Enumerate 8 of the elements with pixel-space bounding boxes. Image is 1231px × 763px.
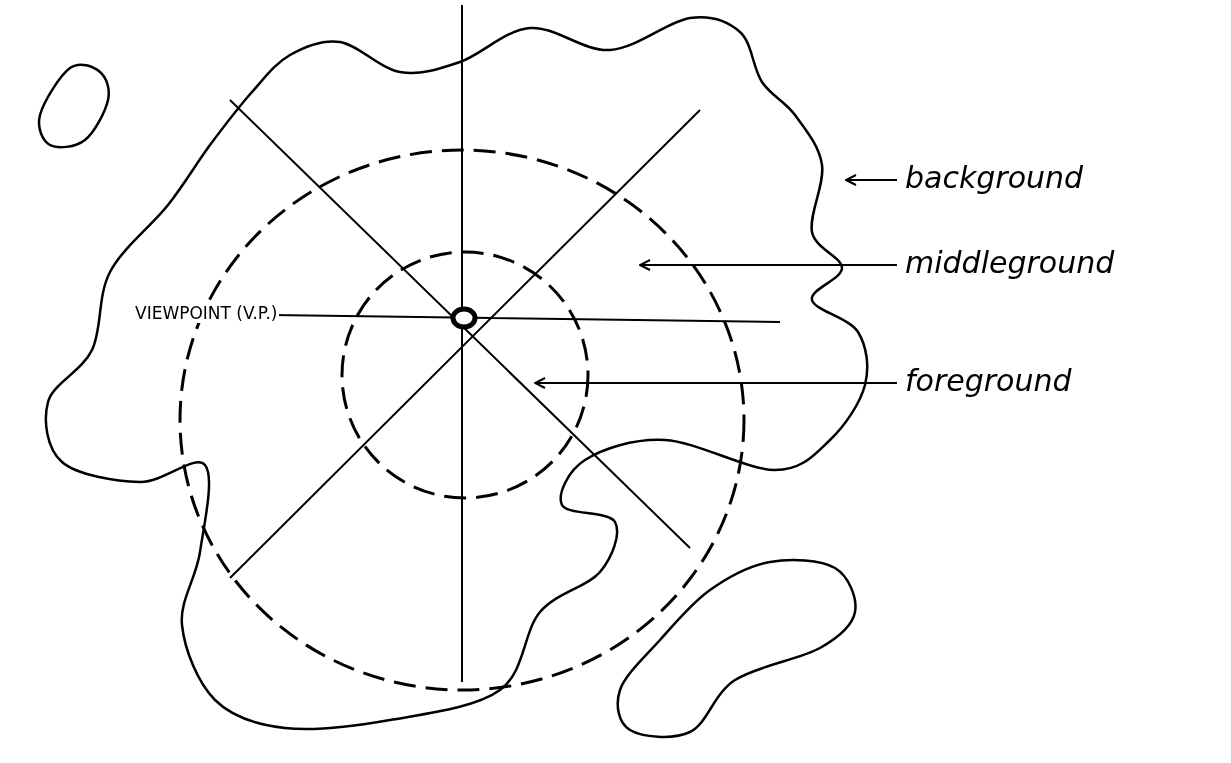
- leader-text: background: [905, 163, 1084, 193]
- leader-arrow: [845, 174, 897, 186]
- leader-text: middleground: [905, 248, 1115, 278]
- viewpoint-label: VIEWPOINT (V.P.): [133, 304, 280, 323]
- leader-arrow: [534, 377, 897, 389]
- dashed-circle: [340, 250, 590, 500]
- leader-text: foreground: [905, 366, 1072, 396]
- leader-arrow: [639, 259, 897, 271]
